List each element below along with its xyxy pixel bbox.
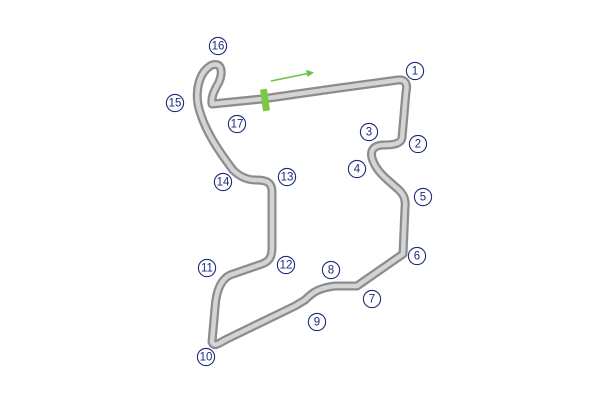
turn-circle [359, 122, 379, 142]
turn-number: 9 [314, 317, 320, 329]
turn-marker-12: 12 [276, 255, 296, 275]
turn-marker-6: 6 [407, 246, 427, 266]
turn-marker-7: 7 [362, 289, 382, 309]
turn-marker-13: 13 [277, 167, 297, 187]
turn-marker-5: 5 [413, 187, 433, 207]
turn-number: 12 [280, 260, 293, 272]
turn-marker-1: 1 [405, 61, 425, 81]
turn-number: 10 [200, 352, 213, 364]
turn-circle [197, 258, 217, 278]
turn-circle [208, 36, 228, 56]
turn-circle [213, 172, 233, 192]
turn-marker-15: 15 [165, 93, 185, 113]
turn-number: 15 [169, 98, 182, 110]
turn-number: 17 [231, 119, 244, 131]
turn-number: 2 [415, 139, 421, 151]
start-finish-line [260, 88, 270, 112]
turn-circle [408, 134, 428, 154]
turn-circle [227, 114, 247, 134]
turn-circle [407, 246, 427, 266]
turn-marker-4: 4 [347, 159, 367, 179]
turn-circle [307, 312, 327, 332]
turn-number: 4 [354, 164, 361, 176]
turn-marker-9: 9 [307, 312, 327, 332]
turn-circle [165, 93, 185, 113]
turn-number: 8 [328, 265, 334, 277]
turn-marker-8: 8 [321, 260, 341, 280]
turn-number: 14 [217, 177, 230, 189]
turn-marker-2: 2 [408, 134, 428, 154]
turn-marker-16: 16 [208, 36, 228, 56]
turn-marker-17: 17 [227, 114, 247, 134]
track-surface [195, 62, 409, 347]
turn-circle [362, 289, 382, 309]
turn-circle [405, 61, 425, 81]
turn-number: 13 [281, 172, 294, 184]
turn-number: 1 [412, 66, 418, 78]
turn-circle [276, 255, 296, 275]
turn-number: 7 [369, 294, 375, 306]
turn-circle [347, 159, 367, 179]
turn-number: 16 [212, 41, 225, 53]
turn-circle [413, 187, 433, 207]
turn-marker-10: 10 [196, 347, 216, 367]
turn-marker-11: 11 [197, 258, 217, 278]
turn-number: 11 [201, 263, 213, 275]
arrow-right-icon [270, 69, 314, 82]
turn-marker-3: 3 [359, 122, 379, 142]
turn-circle [277, 167, 297, 187]
turn-circle [196, 347, 216, 367]
turn-number: 6 [414, 251, 420, 263]
turn-circle [321, 260, 341, 280]
turn-number: 3 [366, 127, 372, 139]
turn-number: 5 [420, 192, 426, 204]
turn-marker-14: 14 [213, 172, 233, 192]
